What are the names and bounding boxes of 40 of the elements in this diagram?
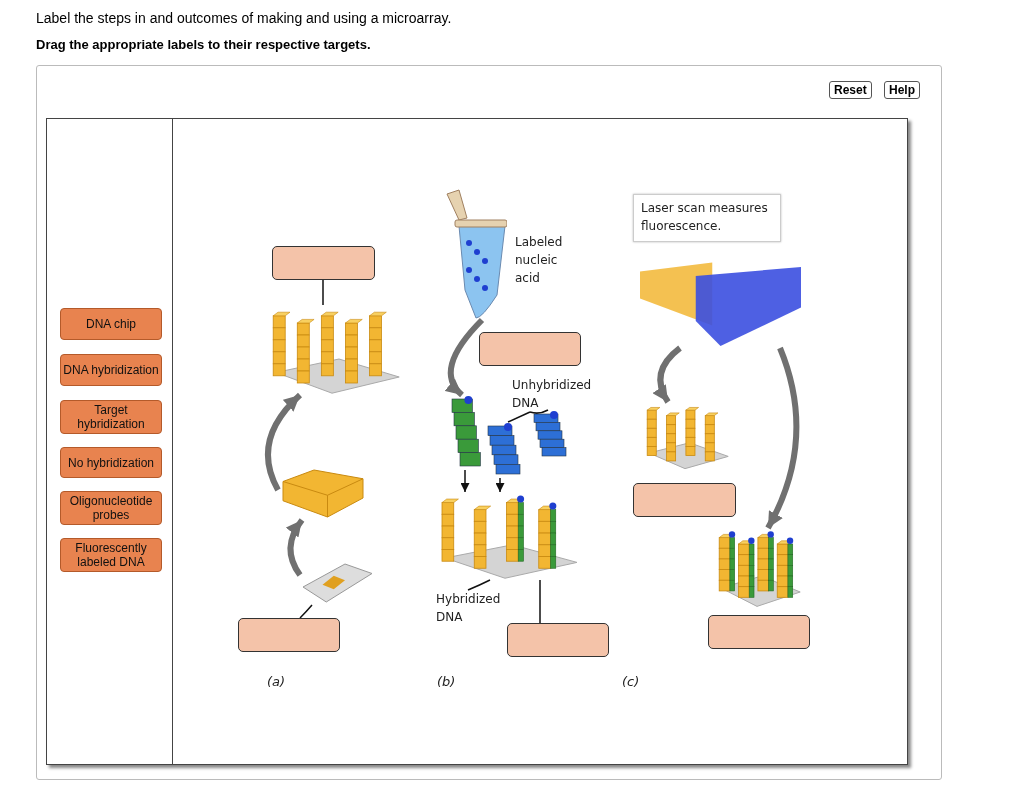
leader-line (322, 279, 324, 306)
dna-strand-drawing (530, 410, 570, 460)
leader-line (299, 604, 313, 619)
arrow (495, 477, 505, 493)
arrow (444, 317, 485, 398)
arrow (765, 346, 800, 530)
draggable-label: No hybridization (60, 447, 162, 478)
arrow (652, 345, 682, 404)
dna-strand-drawing (484, 422, 524, 478)
reset-button: Reset (829, 81, 872, 99)
leader-line (507, 411, 531, 423)
note-box: Laser scan measures fluorescence. (633, 194, 781, 242)
callout-text: Unhybridized DNA (512, 376, 607, 412)
leader-line (467, 579, 491, 591)
panel-label: (c) (622, 673, 640, 691)
dna-strand-drawing (448, 395, 482, 470)
arrow (460, 469, 470, 493)
panel-label: (a) (267, 673, 286, 691)
instruction-text: Label the steps in and outcomes of making and using a microarray. (36, 10, 453, 26)
drop-target-box (633, 483, 736, 517)
drop-target-box (272, 246, 375, 280)
drop-target-box (708, 615, 810, 649)
callout-text: Hybridized DNA (436, 590, 518, 626)
callout-text: Labeled nucleic acid (515, 234, 564, 287)
drop-target-box (507, 623, 609, 657)
draggable-label: DNA chip (60, 308, 162, 340)
draggable-label: Oligonucleotide probes (60, 491, 162, 525)
instruction-text: Drag the appropriate labels to their respective targets. (36, 37, 371, 52)
leader-line (529, 409, 549, 414)
drop-target-box (238, 618, 340, 652)
arrow (265, 392, 303, 492)
panel-label: (b) (437, 673, 456, 691)
drop-target-box (479, 332, 581, 366)
draggable-label: DNA hybridization (60, 354, 162, 386)
draggable-label: Fluorescently labeled DNA (60, 538, 162, 572)
draggable-label: Target hybridization (60, 400, 162, 434)
leader-line (539, 579, 541, 624)
sample-tube-drawing (445, 188, 507, 320)
dna-chip-drawing (300, 560, 375, 605)
help-button: Help (884, 81, 920, 99)
